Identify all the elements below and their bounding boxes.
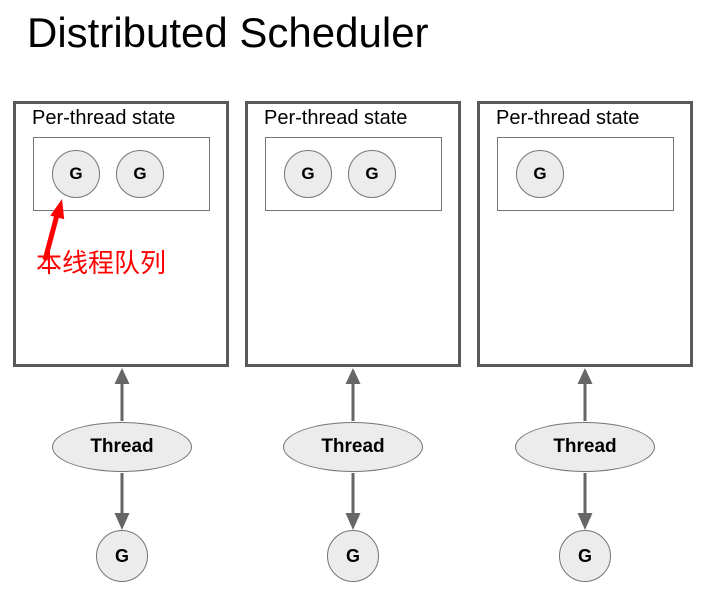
run-queue-box-2: G G (265, 137, 442, 211)
per-thread-state-box-3: Per-thread state G (477, 101, 693, 367)
per-thread-state-label: Per-thread state (32, 107, 176, 129)
thread-node-2: Thread (283, 422, 423, 472)
goroutine-node: G (348, 150, 396, 198)
per-thread-state-label: Per-thread state (264, 107, 408, 129)
running-goroutine-node-3: G (559, 530, 611, 582)
running-goroutine-node-1: G (96, 530, 148, 582)
running-goroutine-node-2: G (327, 530, 379, 582)
arrow-thread-to-box-1 (114, 368, 130, 421)
per-thread-state-box-1: Per-thread state G G (13, 101, 229, 367)
arrow-thread-to-box-3 (577, 368, 593, 421)
goroutine-node: G (284, 150, 332, 198)
goroutine-node: G (516, 150, 564, 198)
local-queue-annotation: 本线程队列 (36, 248, 167, 278)
arrow-thread-to-box-2 (345, 368, 361, 421)
thread-node-3: Thread (515, 422, 655, 472)
page-title: Distributed Scheduler (27, 9, 429, 56)
arrow-thread-to-g-2 (345, 473, 361, 530)
arrow-thread-to-g-1 (114, 473, 130, 530)
goroutine-node: G (52, 150, 100, 198)
per-thread-state-box-2: Per-thread state G G (245, 101, 461, 367)
run-queue-box-1: G G (33, 137, 210, 211)
thread-node-1: Thread (52, 422, 192, 472)
per-thread-state-label: Per-thread state (496, 107, 640, 129)
goroutine-node: G (116, 150, 164, 198)
run-queue-box-3: G (497, 137, 674, 211)
arrow-thread-to-g-3 (577, 473, 593, 530)
